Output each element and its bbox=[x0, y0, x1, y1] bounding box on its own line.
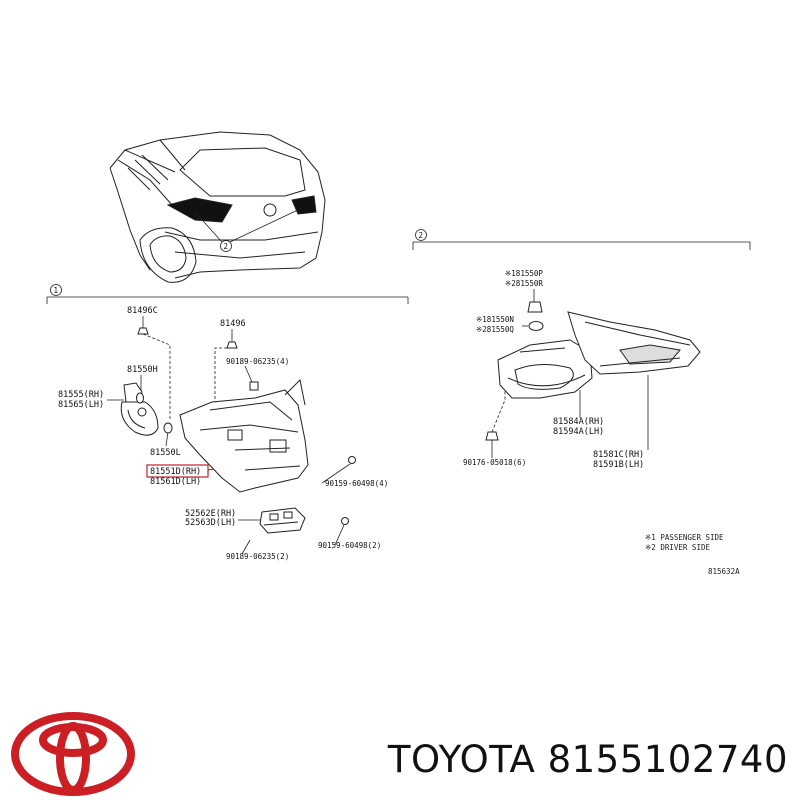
screw-90189 bbox=[249, 381, 259, 391]
bulb-81550p bbox=[527, 301, 543, 313]
socket-81555 bbox=[120, 382, 159, 436]
brand-part-number: TOYOTA 8155102740 bbox=[387, 738, 788, 781]
label-81496c: 81496C bbox=[127, 306, 158, 316]
label-81550l: 81550L bbox=[150, 448, 181, 458]
lamp-base-81584a bbox=[497, 339, 593, 399]
label-81584a-rh: 81584A(RH) bbox=[553, 417, 604, 427]
nut-90159-a bbox=[348, 456, 356, 464]
bulb-81550n bbox=[528, 321, 544, 331]
label-81565-lh: 81565(LH) bbox=[58, 400, 104, 410]
section-callout-2: 2 bbox=[419, 231, 424, 240]
clip-81496 bbox=[226, 341, 238, 349]
section-2-lamp-assembly: 2 ※181550P ※281550R ※181550N ※281550Q 81… bbox=[412, 229, 751, 576]
label-81550q: ※281550Q bbox=[476, 325, 514, 334]
bracket-52562e bbox=[259, 507, 306, 534]
label-81594a-lh: 81594A(LH) bbox=[553, 427, 604, 437]
lamp-lens-81581c bbox=[567, 311, 701, 375]
label-81550h: 81550H bbox=[127, 365, 158, 375]
label-81550r: ※281550R bbox=[505, 279, 543, 288]
toyota-logo-icon bbox=[11, 712, 135, 796]
label-90176-05018-6: 90176-05018(6) bbox=[463, 458, 526, 467]
label-90189-06235-2: 90189-06235(2) bbox=[226, 552, 289, 561]
note-passenger-side: ※1 PASSENGER SIDE bbox=[645, 533, 724, 542]
note-driver-side: ※2 DRIVER SIDE bbox=[645, 543, 710, 552]
label-81550n: ※181550N bbox=[476, 315, 514, 324]
car-rear-illustration: 2 bbox=[109, 131, 326, 283]
bulb-81550l bbox=[163, 422, 173, 434]
clip-81496c bbox=[137, 327, 149, 335]
lamp-housing-81551d bbox=[179, 378, 309, 493]
label-81496: 81496 bbox=[220, 319, 246, 329]
label-52563d-lh: 52563D(LH) bbox=[185, 518, 236, 528]
label-81561d-lh: 81561D(LH) bbox=[150, 477, 201, 487]
label-81551d-rh: 81551D(RH) bbox=[150, 467, 201, 477]
section-callout-1: 1 bbox=[54, 286, 59, 295]
label-81581c-rh: 81581C(RH) bbox=[593, 450, 644, 460]
section-1-lamp-assembly: 1 81496C 81496 90189-06235(4) 81550H 815… bbox=[46, 284, 409, 561]
label-90159-60498-2: 90159-60498(2) bbox=[318, 541, 381, 550]
nut-90176 bbox=[485, 431, 499, 441]
label-81550p: ※181550P bbox=[505, 269, 543, 278]
label-52562e-rh: 52562E(RH) bbox=[185, 509, 236, 519]
brand-row: TOYOTA 8155102740 bbox=[0, 700, 800, 800]
label-81555-rh: 81555(RH) bbox=[58, 390, 104, 400]
diagram-code: 815632A bbox=[708, 567, 740, 576]
label-81591b-lh: 81591B(LH) bbox=[593, 460, 644, 470]
highlight-box-81551d bbox=[146, 464, 209, 478]
bulb-81550h bbox=[136, 392, 144, 404]
nut-90159-b bbox=[341, 517, 349, 525]
label-90159-60498-4: 90159-60498(4) bbox=[325, 479, 388, 488]
car-callout-2: 2 bbox=[224, 242, 229, 251]
label-90189-06235-4: 90189-06235(4) bbox=[226, 357, 289, 366]
